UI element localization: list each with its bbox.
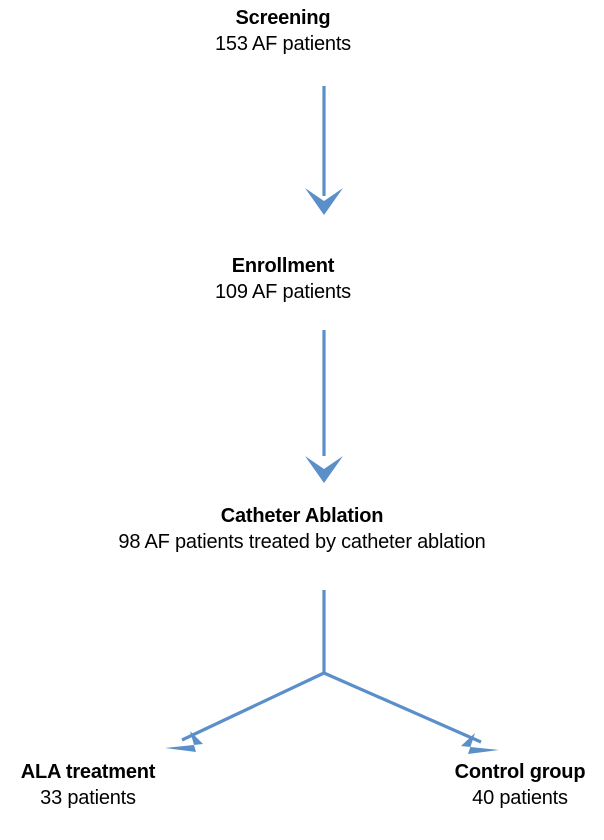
node-screening: Screening 153 AF patients bbox=[133, 6, 433, 57]
node-screening-title: Screening bbox=[235, 7, 331, 29]
arrow-screening-to-enrollment bbox=[305, 86, 343, 215]
node-control-group: Control group 40 patients bbox=[432, 760, 604, 811]
arrow-ablation-to-ala bbox=[165, 671, 325, 752]
node-catheter-ablation-title: Catheter Ablation bbox=[220, 505, 384, 527]
node-enrollment-title: Enrollment bbox=[231, 255, 335, 277]
arrow-ablation-to-control bbox=[323, 671, 499, 754]
node-ala-treatment-subtitle: 33 patients bbox=[40, 786, 136, 809]
arrow-enrollment-to-ablation bbox=[305, 330, 343, 483]
node-ala-treatment-title: ALA treatment bbox=[20, 761, 156, 783]
node-catheter-ablation-subtitle: 98 AF patients treated by catheter ablat… bbox=[118, 530, 486, 553]
node-screening-subtitle: 153 AF patients bbox=[215, 32, 351, 55]
node-control-group-title: Control group bbox=[454, 761, 586, 783]
node-enrollment-subtitle: 109 AF patients bbox=[215, 280, 351, 303]
node-enrollment: Enrollment 109 AF patients bbox=[133, 254, 433, 305]
node-ala-treatment: ALA treatment 33 patients bbox=[0, 760, 176, 811]
node-control-group-subtitle: 40 patients bbox=[472, 786, 568, 809]
node-catheter-ablation: Catheter Ablation 98 AF patients treated… bbox=[22, 504, 582, 555]
